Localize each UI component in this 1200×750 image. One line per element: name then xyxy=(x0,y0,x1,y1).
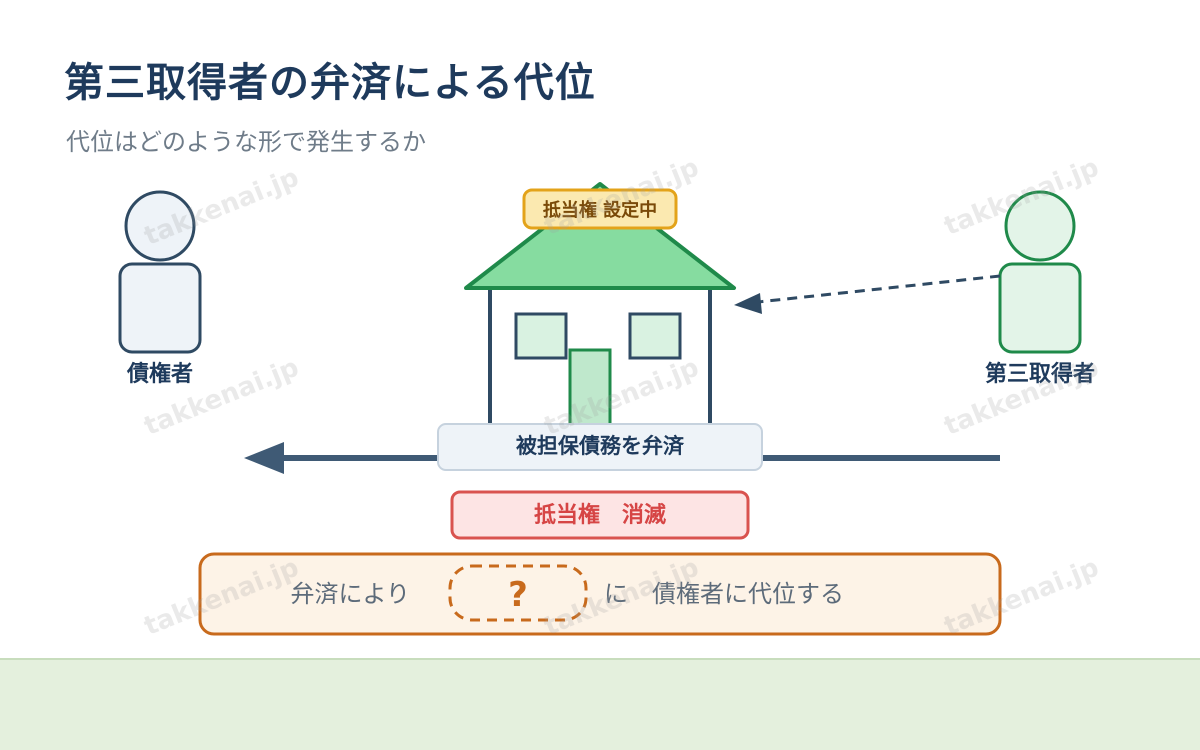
result-prefix: 弁済により xyxy=(290,580,410,608)
payment-label: 被担保債務を弁済 xyxy=(516,434,685,458)
mortgage-badge: 抵当権 設定中 xyxy=(522,188,678,230)
result-suffix: に 債権者に代位する xyxy=(604,580,844,608)
result-blank-mark: ? xyxy=(508,575,528,615)
ownership-arrow xyxy=(734,274,1001,314)
third-party-person-icon xyxy=(998,190,1082,354)
page-title: 第三取得者の弁済による代位 xyxy=(64,60,596,106)
creditor-person-icon xyxy=(118,190,202,354)
extinguished-label: 抵当権 消滅 xyxy=(534,502,666,528)
result-blank-box xyxy=(448,564,588,622)
mortgage-badge-label: 抵当権 設定中 xyxy=(543,199,657,221)
result-box: 弁済により ? に 債権者に代位する xyxy=(198,552,1002,636)
page-subtitle: 代位はどのような形で発生するか xyxy=(66,128,426,156)
creditor-label: 債権者 xyxy=(126,361,193,387)
payment-box: 被担保債務を弁済 xyxy=(437,423,763,471)
third-party-label: 第三取得者 xyxy=(985,361,1095,387)
extinguished-box: 抵当権 消滅 xyxy=(450,490,750,540)
footer-band xyxy=(0,658,1200,750)
